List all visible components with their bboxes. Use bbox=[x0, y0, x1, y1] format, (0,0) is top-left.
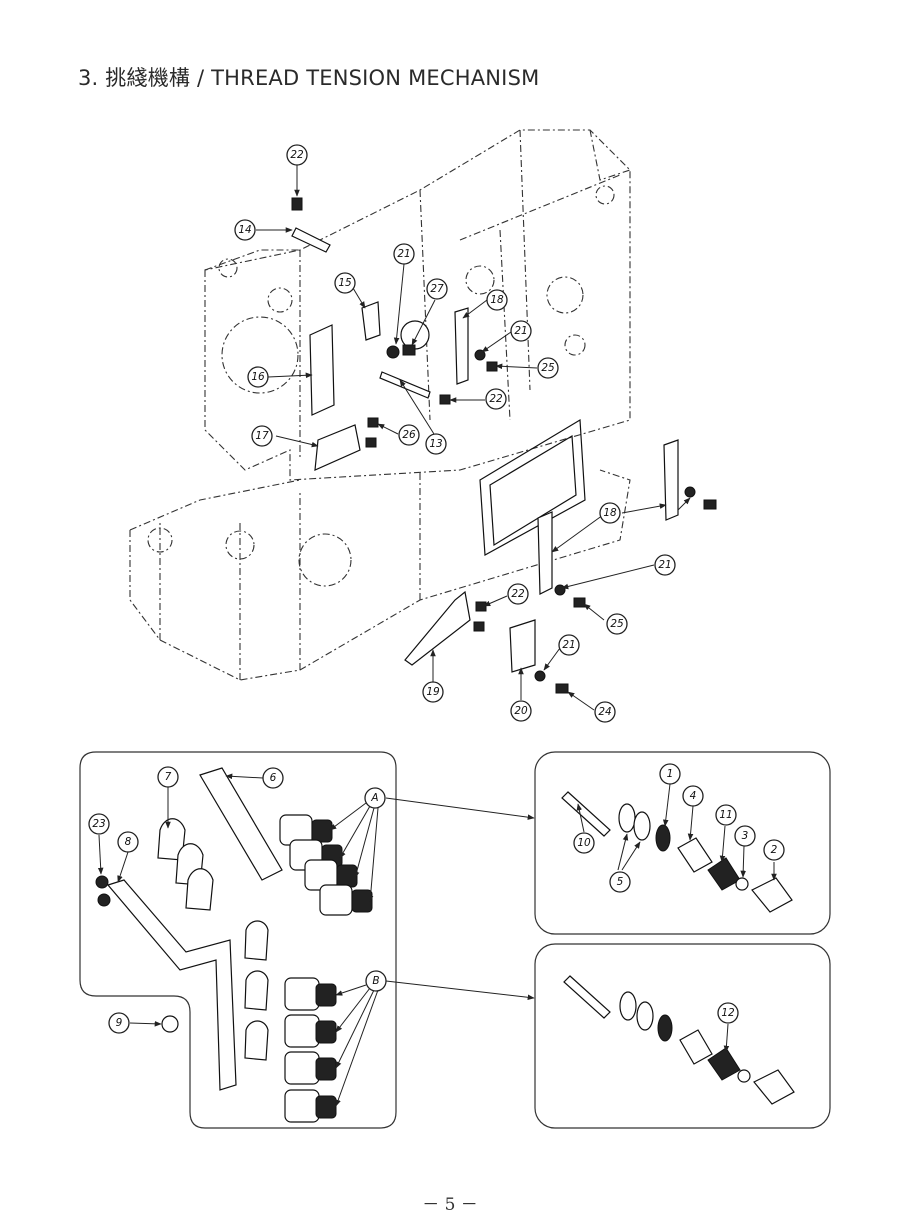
callout-21-b: 21 bbox=[510, 320, 532, 342]
svg-text:22: 22 bbox=[489, 393, 503, 405]
callout-22-top: 22 bbox=[286, 144, 308, 166]
svg-text:12: 12 bbox=[721, 1007, 735, 1019]
callout-12: 12 bbox=[717, 1002, 739, 1024]
callout-19: 19 bbox=[422, 681, 444, 703]
assembly-panel-outline bbox=[79, 751, 397, 1129]
svg-text:27: 27 bbox=[430, 283, 444, 295]
detail-b-parts bbox=[563, 975, 795, 1105]
callout-22-b: 22 bbox=[485, 388, 507, 410]
svg-text:21: 21 bbox=[562, 639, 575, 651]
callout-16: 16 bbox=[247, 366, 269, 388]
svg-text:11: 11 bbox=[719, 809, 732, 821]
assembly-leader-lines bbox=[97, 773, 535, 1107]
callout-17: 17 bbox=[251, 425, 273, 447]
callout-22-c: 22 bbox=[507, 583, 529, 605]
upper-leader-lines bbox=[256, 165, 691, 711]
svg-text:16: 16 bbox=[251, 371, 265, 383]
callout-18-a: 18 bbox=[486, 289, 508, 311]
svg-text:18: 18 bbox=[490, 294, 504, 306]
svg-text:A: A bbox=[370, 792, 378, 804]
callout-3: 3 bbox=[734, 825, 756, 847]
callout-4: 4 bbox=[682, 785, 704, 807]
callout-B: B bbox=[365, 970, 387, 992]
svg-text:17: 17 bbox=[255, 430, 269, 442]
callout-21-c: 21 bbox=[654, 554, 676, 576]
page-title: 3. 挑綫機構 / THREAD TENSION MECHANISM bbox=[78, 66, 540, 90]
callout-A: A bbox=[364, 787, 386, 809]
svg-text:20: 20 bbox=[514, 705, 528, 717]
callout-24: 24 bbox=[594, 701, 616, 723]
callout-labels: 22 14 21 15 27 18 21 25 16 22 17 26 13 1… bbox=[88, 144, 785, 1034]
upper-parts bbox=[291, 197, 717, 694]
callout-15: 15 bbox=[334, 272, 356, 294]
assembly-parts bbox=[95, 767, 373, 1123]
svg-text:14: 14 bbox=[238, 224, 251, 236]
svg-text:21: 21 bbox=[514, 325, 527, 337]
callout-14: 14 bbox=[234, 219, 256, 241]
detail-panel-b bbox=[534, 943, 831, 1129]
callout-25-a: 25 bbox=[537, 357, 559, 379]
callout-25-b: 25 bbox=[606, 613, 628, 635]
callout-21-a: 21 bbox=[393, 243, 415, 265]
callout-7: 7 bbox=[157, 766, 179, 788]
callout-11: 11 bbox=[715, 804, 737, 826]
detail-b-leader-lines bbox=[723, 1023, 730, 1053]
svg-text:1: 1 bbox=[667, 768, 674, 780]
svg-text:6: 6 bbox=[270, 772, 277, 784]
callout-27: 27 bbox=[426, 278, 448, 300]
callout-13: 13 bbox=[425, 433, 447, 455]
callout-21-d: 21 bbox=[558, 634, 580, 656]
page-number: － 5 － bbox=[422, 1195, 478, 1215]
svg-text:19: 19 bbox=[426, 686, 440, 698]
callout-23: 23 bbox=[88, 813, 110, 835]
svg-text:22: 22 bbox=[511, 588, 525, 600]
svg-text:7: 7 bbox=[165, 771, 172, 783]
callout-10: 10 bbox=[573, 832, 595, 854]
svg-text:5: 5 bbox=[617, 876, 624, 888]
detail-a-leader-lines bbox=[576, 783, 777, 881]
svg-text:8: 8 bbox=[125, 836, 132, 848]
exploded-parts-diagram: 22 14 21 15 27 18 21 25 16 22 17 26 13 1… bbox=[79, 129, 831, 1129]
callout-6: 6 bbox=[262, 767, 284, 789]
svg-text:22: 22 bbox=[290, 149, 304, 161]
detail-panel-a bbox=[534, 751, 831, 935]
callout-26: 26 bbox=[398, 424, 420, 446]
callout-9: 9 bbox=[108, 1012, 130, 1034]
svg-text:23: 23 bbox=[92, 818, 105, 830]
callout-8: 8 bbox=[117, 831, 139, 853]
svg-text:21: 21 bbox=[658, 559, 671, 571]
svg-text:25: 25 bbox=[541, 362, 555, 374]
callout-20: 20 bbox=[510, 700, 532, 722]
svg-text:15: 15 bbox=[338, 277, 352, 289]
svg-text:3: 3 bbox=[742, 830, 749, 842]
svg-text:24: 24 bbox=[598, 706, 611, 718]
callout-5: 5 bbox=[609, 871, 631, 893]
svg-text:21: 21 bbox=[397, 248, 410, 260]
callout-1: 1 bbox=[659, 763, 681, 785]
callout-2: 2 bbox=[763, 839, 785, 861]
svg-text:10: 10 bbox=[577, 837, 591, 849]
callout-18-b: 18 bbox=[599, 502, 621, 524]
svg-text:B: B bbox=[372, 975, 379, 987]
detail-a-parts bbox=[561, 791, 793, 913]
svg-text:26: 26 bbox=[402, 429, 416, 441]
machine-body-outline bbox=[129, 129, 631, 681]
svg-text:9: 9 bbox=[116, 1017, 123, 1029]
svg-text:18: 18 bbox=[603, 507, 617, 519]
svg-text:13: 13 bbox=[429, 438, 442, 450]
svg-text:25: 25 bbox=[610, 618, 624, 630]
svg-text:2: 2 bbox=[771, 844, 778, 856]
svg-text:4: 4 bbox=[690, 790, 697, 802]
